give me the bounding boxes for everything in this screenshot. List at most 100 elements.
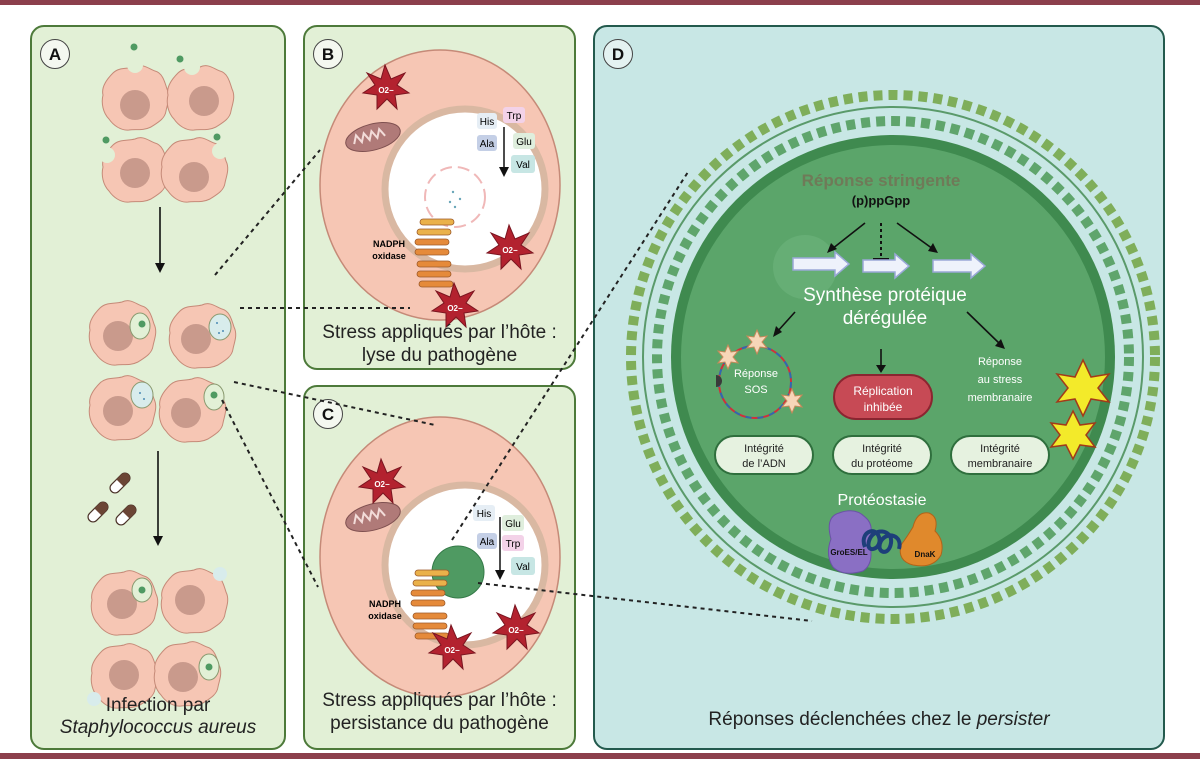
panel-d-illustration: Réponse stringente (p)ppGpp Synthèse pro… bbox=[626, 90, 1160, 624]
bacterium bbox=[102, 136, 110, 144]
panel-d: D bbox=[593, 25, 1165, 750]
macrophage bbox=[160, 567, 229, 634]
arrow-head bbox=[155, 263, 165, 273]
dnak-label: DnaK bbox=[915, 550, 936, 559]
panel-a-badge: A bbox=[40, 39, 70, 69]
mitochondrion-icon bbox=[345, 122, 401, 152]
panel-c-caption-line1: Stress appliqués par l’hôte : bbox=[322, 690, 557, 711]
proteome-integrity-label-2: du protéome bbox=[851, 458, 913, 470]
bacterium bbox=[130, 43, 138, 51]
ros-label: O2− bbox=[374, 480, 390, 489]
arrow bbox=[776, 311, 796, 333]
panel-b-illustration: His Trp Ala Glu Val NADPH oxidase O2− O2… bbox=[319, 49, 561, 329]
bacterium bbox=[176, 55, 184, 63]
aa-glu: Glu bbox=[505, 519, 521, 530]
proteostasis-title: Protéostasie bbox=[838, 492, 927, 509]
macrophage bbox=[166, 59, 235, 131]
aa-his: His bbox=[480, 117, 494, 128]
ros-label: O2− bbox=[508, 626, 524, 635]
dna-damage-star-icon bbox=[716, 328, 804, 415]
panel-a-caption-line2: Staphylococcus aureus bbox=[59, 717, 257, 738]
translation-arrows bbox=[792, 250, 987, 280]
stringent-response-title: Réponse stringente bbox=[802, 171, 961, 190]
aa-trp: Trp bbox=[507, 111, 522, 122]
membrane-response-label-2: au stress bbox=[978, 374, 1023, 386]
membrane-response-label-3: membranaire bbox=[968, 392, 1033, 404]
persister-term: persister bbox=[976, 709, 1050, 730]
dna-integrity-label-2: de l’ADN bbox=[742, 458, 785, 470]
panel-c-caption-line2: persistance du pathogène bbox=[330, 713, 549, 734]
panel-a: A bbox=[30, 25, 286, 750]
ros-label: O2− bbox=[378, 86, 394, 95]
panel-b-caption-line2: lyse du pathogène bbox=[361, 345, 518, 366]
replication-label-1: Réplication bbox=[853, 384, 912, 398]
panel-d-caption-text: Réponses déclenchées chez le bbox=[708, 709, 977, 730]
replication-inhibited-badge bbox=[833, 374, 933, 420]
panel-c: C His Glu Ala Trp Val NADPH oxidase O2− … bbox=[303, 385, 576, 750]
antibiotic-capsule-icon bbox=[87, 472, 137, 526]
ros-label: O2− bbox=[447, 304, 463, 313]
mitochondrion-icon bbox=[345, 502, 401, 532]
panel-d-badge: D bbox=[603, 39, 633, 69]
ros-superoxide-icon: O2− bbox=[361, 63, 411, 111]
ppgpp-label: (p)ppGpp bbox=[852, 193, 911, 208]
macrophage bbox=[160, 137, 229, 203]
aa-ala: Ala bbox=[480, 537, 495, 548]
groes-el-label: GroES/EL bbox=[830, 548, 867, 557]
protein-synthesis-label-2: dérégulée bbox=[843, 308, 928, 329]
aa-his: His bbox=[477, 509, 491, 520]
membrane-stress-star-icon bbox=[1049, 358, 1111, 461]
aa-val: Val bbox=[516, 160, 530, 171]
nadph-oxidase-icon bbox=[410, 569, 450, 640]
panel-b-badge: B bbox=[313, 39, 343, 69]
macrophage bbox=[99, 137, 170, 203]
panel-d-caption: Réponses déclenchées chez le persister bbox=[595, 709, 1163, 731]
nadph-label: NADPH bbox=[369, 599, 401, 609]
macrophage bbox=[90, 570, 159, 636]
macrophage-infected bbox=[88, 375, 157, 441]
dna-integrity-label-1: Intégrité bbox=[744, 443, 784, 455]
ros-superoxide-icon: O2− bbox=[357, 457, 407, 505]
macrophage bbox=[153, 641, 222, 707]
arrow bbox=[966, 311, 1002, 346]
aa-val: Val bbox=[516, 562, 530, 573]
panel-b: B His Trp Ala Glu Val NADPH oxidase O2− … bbox=[303, 25, 576, 370]
ros-superoxide-icon: O2− bbox=[427, 623, 477, 671]
oxidase-label: oxidase bbox=[368, 611, 402, 621]
panel-a-illustration bbox=[87, 43, 237, 709]
membrane-response-label-1: Réponse bbox=[978, 356, 1022, 368]
proteome-integrity-label-1: Intégrité bbox=[862, 443, 902, 455]
panel-b-caption-line1: Stress appliqués par l’hôte : bbox=[322, 322, 557, 343]
panel-a-caption-line1: Infection par bbox=[105, 695, 211, 716]
nadph-oxidase-icon bbox=[414, 218, 455, 288]
aa-ala: Ala bbox=[480, 139, 495, 150]
membrane-integrity-pill bbox=[950, 435, 1050, 475]
bacterium bbox=[213, 133, 221, 141]
sos-response-label-1: Réponse bbox=[734, 368, 778, 380]
peptidoglycan-outer-layer bbox=[626, 90, 1160, 624]
bottom-frame-rule bbox=[0, 753, 1200, 759]
ros-label: O2− bbox=[502, 246, 518, 255]
macrophage-infected bbox=[158, 377, 227, 443]
nadph-label: NADPH bbox=[373, 239, 405, 249]
macrophage bbox=[101, 57, 170, 131]
macrophage bbox=[87, 643, 159, 709]
membrane-integrity-label-2: membranaire bbox=[968, 458, 1033, 470]
membrane-integrity-label-1: Intégrité bbox=[980, 443, 1020, 455]
sos-response-label-2: SOS bbox=[744, 384, 767, 396]
unfolded-protein bbox=[861, 529, 902, 554]
amino-acid-boxes: His Trp Ala Glu Val bbox=[477, 107, 535, 177]
ros-label: O2− bbox=[444, 646, 460, 655]
arrow bbox=[831, 222, 866, 250]
protein-synthesis-label-1: Synthèse protéique bbox=[803, 285, 967, 306]
top-frame-rule bbox=[0, 0, 1200, 5]
aa-glu: Glu bbox=[516, 137, 532, 148]
proteome-integrity-pill bbox=[832, 435, 932, 475]
arrow-head bbox=[153, 536, 163, 546]
aa-trp: Trp bbox=[506, 539, 521, 550]
dna-integrity-pill bbox=[714, 435, 814, 475]
oxidase-label: oxidase bbox=[372, 251, 406, 261]
arrow bbox=[896, 222, 934, 250]
replication-label-2: inhibée bbox=[864, 400, 903, 414]
macrophage-infected bbox=[168, 303, 237, 369]
